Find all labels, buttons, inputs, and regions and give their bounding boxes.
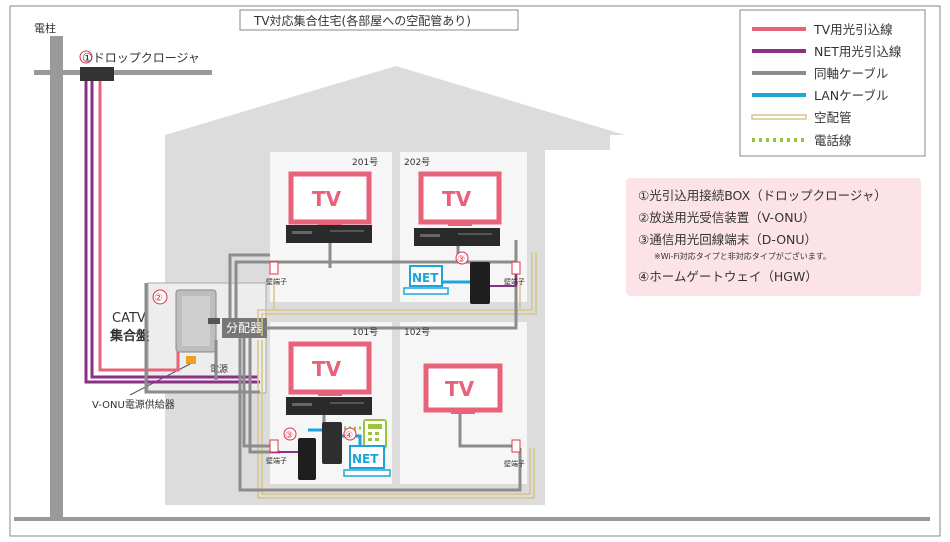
badge-3-101 bbox=[283, 427, 297, 441]
svg-text:NET: NET bbox=[352, 452, 379, 466]
note-2: ②放送用光受信装置（V-ONU） bbox=[638, 210, 815, 225]
outlet-label-202: 壁端子 bbox=[504, 277, 525, 286]
tv-102: TV bbox=[423, 363, 503, 414]
tv-201: TV bbox=[288, 171, 372, 226]
note-1: ①光引込用接続BOX（ドロップクロージャ） bbox=[638, 188, 887, 203]
svg-text:③: ③ bbox=[285, 431, 293, 441]
svg-text:NET: NET bbox=[412, 271, 439, 285]
badge-1 bbox=[79, 50, 93, 64]
net-laptop-101: NET bbox=[343, 445, 391, 477]
room-102-label: 102号 bbox=[404, 327, 430, 338]
telephone-icon bbox=[363, 419, 387, 449]
note-3-sub: ※Wi-Fi対応タイプと非対応タイプがございます。 bbox=[654, 251, 831, 261]
splitter-label: 分配器 bbox=[226, 321, 262, 335]
tv-101: TV bbox=[288, 341, 372, 396]
badge-4-101 bbox=[343, 427, 357, 441]
legend-label-lan: LANケーブル bbox=[814, 88, 888, 103]
tv-202: TV bbox=[418, 171, 502, 226]
svg-text:TV: TV bbox=[312, 187, 342, 211]
drop-closure-label: ①ドロップクロージャ bbox=[82, 51, 200, 65]
pole-label: 電柱 bbox=[34, 21, 56, 35]
svg-text:TV: TV bbox=[442, 187, 472, 211]
badge-2 bbox=[152, 289, 168, 305]
fiber-cables bbox=[84, 81, 260, 384]
legend-label-tv: TV用光引込線 bbox=[813, 22, 893, 37]
note-4: ④ホームゲートウェイ（HGW） bbox=[638, 269, 818, 284]
room-202-label: 202号 bbox=[404, 157, 430, 168]
wall-outlets bbox=[269, 261, 521, 453]
outlet-label-201: 壁端子 bbox=[266, 277, 287, 286]
legend-label-phone: 電話線 bbox=[814, 133, 852, 148]
legend: TV用光引込線 NET用光引込線 同軸ケーブル LANケーブル 空配管 電話線 bbox=[739, 9, 926, 157]
v-onu-device bbox=[175, 289, 220, 353]
drop-closure-box bbox=[80, 67, 114, 81]
svg-text:③: ③ bbox=[457, 255, 465, 265]
svg-text:④: ④ bbox=[345, 431, 353, 441]
room-101-label: 101号 bbox=[352, 327, 378, 338]
outlet-label-102: 壁端子 bbox=[504, 459, 525, 468]
hgw-101 bbox=[322, 422, 342, 464]
utility-pole bbox=[34, 36, 212, 519]
badge-3-202 bbox=[455, 251, 469, 265]
power-label: 電源 bbox=[210, 364, 228, 375]
d-onu-101 bbox=[298, 438, 316, 480]
legend-label-net: NET用光引込線 bbox=[814, 44, 902, 59]
v-onu-pointer bbox=[129, 363, 191, 396]
conduit-lines bbox=[257, 252, 537, 499]
coax-cables bbox=[144, 228, 522, 492]
legend-label-coax: 同軸ケーブル bbox=[814, 66, 888, 81]
d-onu-202 bbox=[470, 262, 490, 304]
svg-text:TV: TV bbox=[445, 377, 475, 401]
legend-label-conduit: 空配管 bbox=[814, 110, 852, 125]
net-laptop-202: NET bbox=[403, 265, 449, 295]
stb-202 bbox=[414, 228, 500, 246]
note-3: ③通信用光回線端末（D-ONU） bbox=[638, 232, 817, 247]
stb-201 bbox=[286, 225, 372, 243]
v-onu-power-label: V-ONU電源供給器 bbox=[92, 398, 175, 411]
outlet-label-101: 壁端子 bbox=[266, 456, 287, 465]
svg-text:TV: TV bbox=[312, 357, 342, 381]
power-supply-box bbox=[186, 356, 196, 364]
notes-panel: ①光引込用接続BOX（ドロップクロージャ） ②放送用光受信装置（V-ONU） ③… bbox=[626, 178, 921, 296]
stb-101 bbox=[286, 397, 372, 415]
catv-label-1: CATV bbox=[112, 311, 146, 326]
splitter-box bbox=[222, 318, 267, 338]
diagram-title: TV対応集合住宅(各部屋への空配管あり) bbox=[253, 13, 471, 28]
room-201-label: 201号 bbox=[352, 157, 378, 168]
badge-2-text: ② bbox=[154, 293, 163, 304]
title-box bbox=[239, 9, 519, 31]
legend-swatch-conduit bbox=[751, 114, 807, 120]
catv-label-2: 集合盤 bbox=[109, 328, 150, 344]
